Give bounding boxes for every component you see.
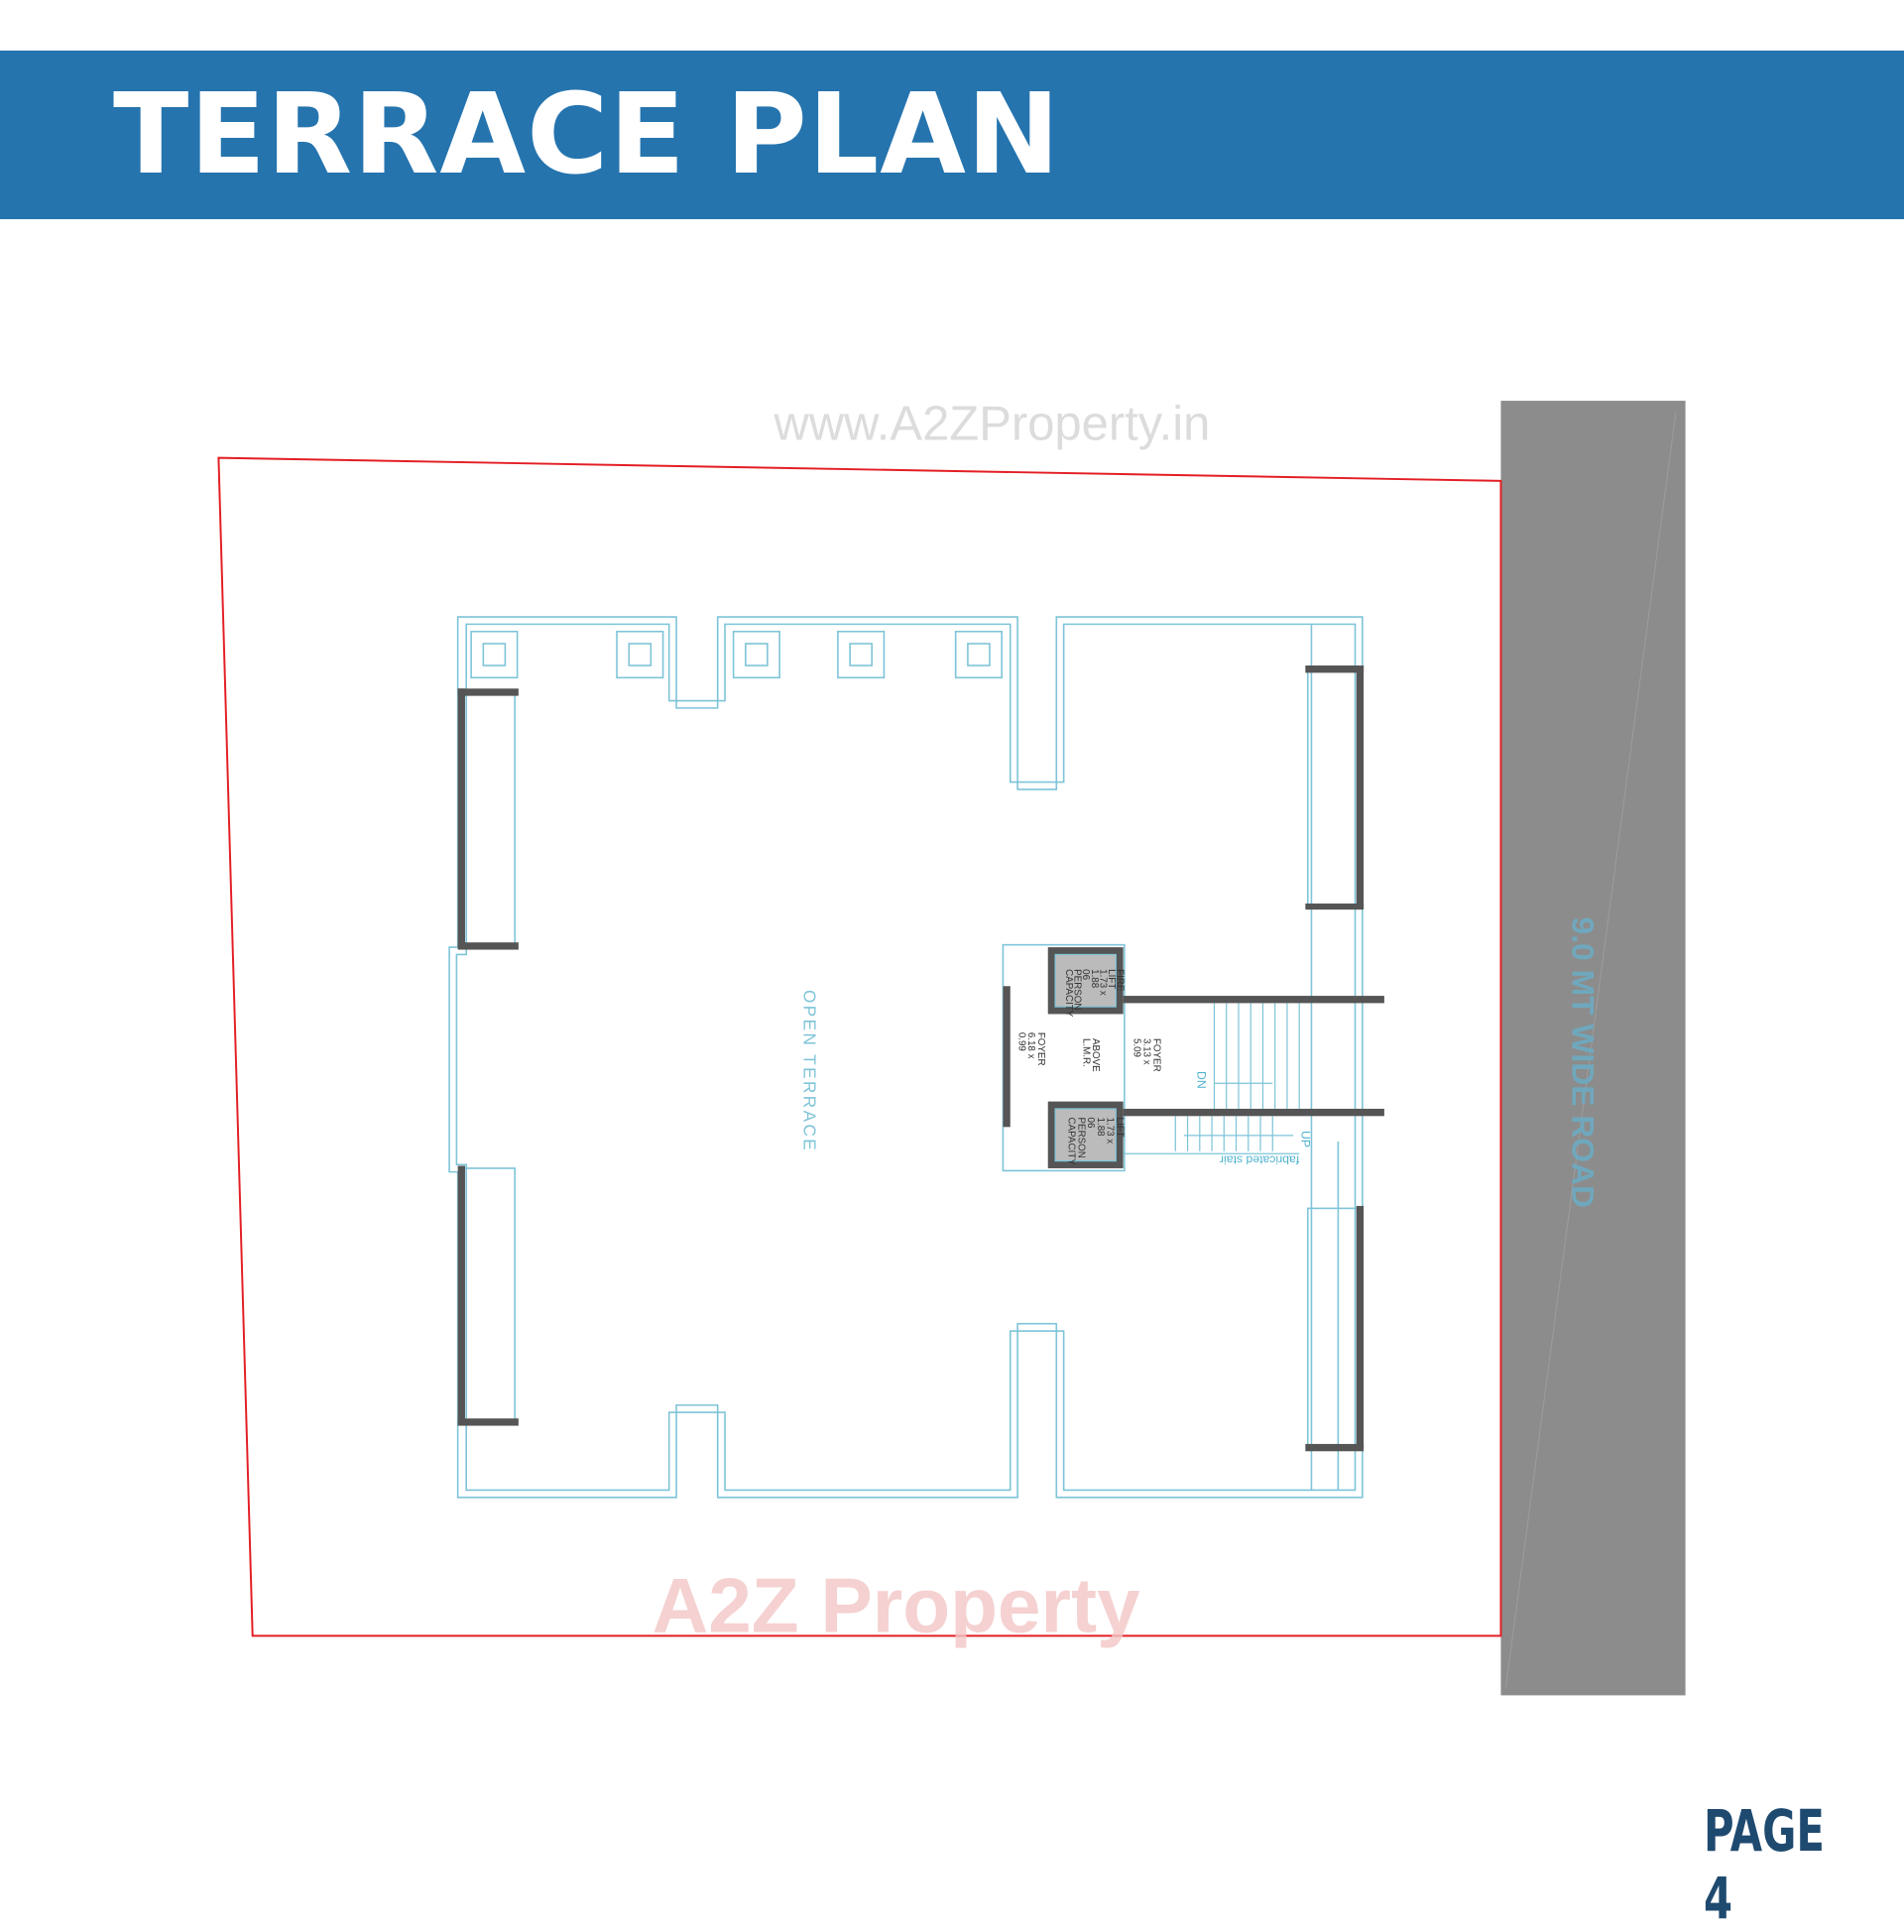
foyer-left-label: FOYER 6.18 x 0.99 bbox=[1015, 1032, 1046, 1066]
text: ABOVE bbox=[1090, 1038, 1101, 1072]
text: LIFT bbox=[1115, 1118, 1126, 1138]
text: 1.88 bbox=[1089, 969, 1100, 989]
text: 3.13 x bbox=[1140, 1038, 1151, 1065]
text: 1.88 bbox=[1095, 1118, 1106, 1138]
above-lmr-label: ABOVE L.M.R. bbox=[1080, 1038, 1101, 1072]
text: CAPACITY bbox=[1066, 1118, 1077, 1166]
text: 06 bbox=[1085, 1118, 1096, 1129]
balconies bbox=[457, 665, 1365, 1452]
header-banner: TERRACE PLAN bbox=[0, 51, 1904, 219]
text: PERSON bbox=[1075, 1118, 1086, 1158]
fabricated-stair-label: fabricated stair bbox=[1220, 1153, 1299, 1167]
text: 5.09 bbox=[1131, 1038, 1142, 1057]
text: L.M.R. bbox=[1080, 1038, 1091, 1067]
foyer-right-label: FOYER 3.13 x 5.09 bbox=[1131, 1038, 1162, 1072]
core bbox=[1002, 943, 1384, 1172]
text: CAPACITY bbox=[1063, 969, 1074, 1018]
road bbox=[1500, 401, 1686, 1696]
road-label: 9.0 MT WIDE ROAD bbox=[1566, 916, 1602, 1208]
text: LIFT bbox=[1106, 969, 1117, 989]
lift-label: LIFT 1.73 x 1.88 06 PERSON CAPACITY bbox=[1066, 1118, 1126, 1166]
watermark-url: www.A2ZProperty.in bbox=[773, 397, 1210, 450]
fire-lift-label: FIRE LIFT 1.73 x 1.88 06 PERSON CAPACITY bbox=[1063, 969, 1125, 1018]
text: 1.73 x bbox=[1097, 969, 1108, 996]
skylights bbox=[470, 630, 1003, 679]
building-outline bbox=[448, 616, 1364, 1499]
page-title: TERRACE PLAN bbox=[113, 70, 1061, 199]
text: FOYER bbox=[1150, 1038, 1161, 1072]
plot-boundary bbox=[217, 456, 1502, 1637]
text: 6.18 x bbox=[1025, 1032, 1036, 1059]
text: PERSON bbox=[1072, 969, 1083, 1010]
text: 1.73 x bbox=[1105, 1118, 1116, 1145]
text: FIRE bbox=[1115, 969, 1126, 992]
dn-label: DN bbox=[1194, 1071, 1208, 1089]
page-number: PAGE 4 bbox=[1704, 1797, 1825, 1932]
text: 0.99 bbox=[1015, 1032, 1026, 1051]
watermark-logo: A2Z Property bbox=[653, 1562, 1140, 1649]
text: 06 bbox=[1080, 969, 1091, 980]
text: FOYER bbox=[1035, 1032, 1046, 1066]
open-terrace-label: OPEN TERRACE bbox=[800, 990, 820, 1152]
up-label: UP bbox=[1299, 1131, 1313, 1147]
